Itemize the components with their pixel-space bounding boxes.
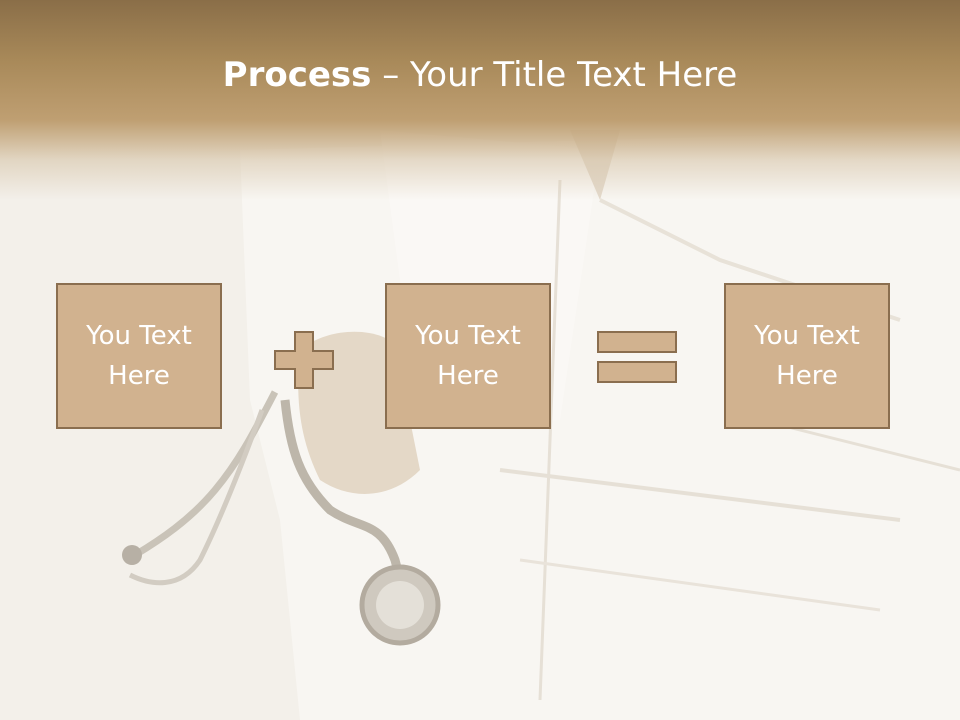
process-box-3-text: You Text Here <box>754 321 860 391</box>
header-band <box>0 0 960 200</box>
equals-icon <box>597 331 677 383</box>
slide-title: Process – Your Title Text Here <box>0 52 960 98</box>
plus-icon <box>274 331 334 389</box>
process-box-1-text: You Text Here <box>86 321 192 391</box>
process-box-2-text: You Text Here <box>415 321 521 391</box>
process-box-3[interactable]: You Text Here <box>724 283 890 429</box>
title-dash: – <box>371 55 411 95</box>
process-box-1[interactable]: You Text Here <box>56 283 222 429</box>
title-bold: Process <box>222 55 372 95</box>
title-rest: Your Title Text Here <box>410 55 738 95</box>
process-box-2[interactable]: You Text Here <box>385 283 551 429</box>
